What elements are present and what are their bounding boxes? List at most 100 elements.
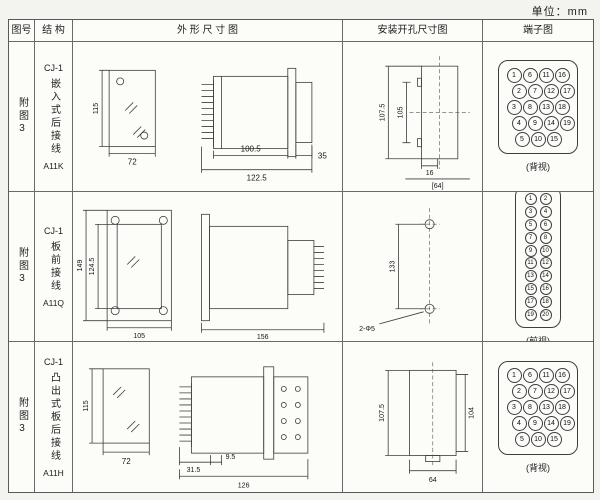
- terminal-7: 7: [527, 384, 543, 399]
- terminal-11: 11: [538, 67, 554, 83]
- model-code: A11K: [43, 160, 64, 171]
- dim-mount-h1: 64: [429, 476, 437, 484]
- terminal-6: 6: [539, 219, 552, 232]
- terminal-15: 15: [546, 131, 562, 147]
- dim-depth: 156: [257, 334, 269, 341]
- terminal-5: 5: [524, 219, 537, 232]
- col-header-mounting: 安装开孔尺寸图: [343, 20, 483, 42]
- terminal-17: 17: [559, 83, 575, 99]
- terminal-2: 2: [539, 193, 552, 206]
- terminal-16: 16: [539, 282, 552, 295]
- col-header-structure: 结 构: [35, 20, 73, 42]
- figure-no: 附图3: [16, 397, 28, 437]
- structure-cell-a11q: CJ-1 板前接线 A11Q: [35, 192, 73, 342]
- structure-desc: 嵌入式后接线: [48, 77, 60, 156]
- terminal-9: 9: [527, 416, 543, 431]
- structure-cell-a11h: CJ-1 凸出式板后接线 A11H: [35, 342, 73, 492]
- terminal-16: 16: [554, 67, 570, 83]
- terminal-8: 8: [522, 99, 538, 115]
- dim-pin-depth: 31.5: [187, 467, 201, 474]
- dim-mount-v2: 104: [467, 407, 475, 419]
- terminal-6: 6: [522, 368, 538, 383]
- dim-gap: 9.5: [226, 454, 236, 461]
- mounting-cell-a11h: 107.5 104 64: [343, 342, 483, 492]
- structure-cell-a11k: CJ-1 嵌入式后接线 A11K: [35, 42, 73, 192]
- outline-drawing-a11k: 115 72 100.5 122.5 35: [93, 67, 327, 183]
- terminal-16: 16: [554, 368, 570, 383]
- figure-no: 附图3: [16, 246, 28, 287]
- dim-width: 105: [133, 333, 145, 340]
- mounting-cell-a11k: 107.5 105 16 [64]: [343, 42, 483, 192]
- dim-height: 115: [83, 400, 90, 411]
- dim-mount-h1: 16: [426, 170, 434, 177]
- terminal-15: 15: [524, 282, 537, 295]
- terminal-1: 1: [524, 193, 537, 206]
- dimension-table: 图号 结 构 外 形 尺 寸 图 安装开孔尺寸图 端子图 附图3 CJ-1 嵌入…: [8, 19, 594, 493]
- dim-mount-v1: 107.5: [379, 104, 386, 122]
- terminal-4: 4: [511, 115, 527, 131]
- outline-cell-a11h: 115 72 31.5 9.5 126: [73, 342, 343, 492]
- terminal-3: 3: [506, 99, 522, 115]
- figure-no: 附图3: [16, 96, 28, 137]
- terminal-5: 5: [514, 432, 530, 447]
- terminal-19: 19: [559, 416, 575, 431]
- terminal-12: 12: [539, 257, 552, 270]
- terminal-11: 11: [538, 368, 554, 383]
- terminal-view-label: (前视): [526, 335, 550, 342]
- terminal-12: 12: [543, 384, 559, 399]
- terminal-18: 18: [554, 400, 570, 415]
- terminal-12: 12: [543, 83, 559, 99]
- terminal-7: 7: [524, 231, 537, 244]
- terminal-8: 8: [539, 231, 552, 244]
- terminal-1: 1: [506, 67, 522, 83]
- terminal-3: 3: [524, 206, 537, 219]
- terminal-9: 9: [527, 115, 543, 131]
- terminal-15: 15: [546, 432, 562, 447]
- outline-cell-a11q: 149 124.5 105 156: [73, 192, 343, 342]
- terminal-14: 14: [543, 416, 559, 431]
- dim-height-outer: 149: [77, 260, 84, 272]
- terminal-11: 11: [524, 257, 537, 270]
- terminal-6: 6: [522, 67, 538, 83]
- col-header-terminal: 端子图: [483, 20, 593, 42]
- mounting-cell-a11q: 133 2-Φ5: [343, 192, 483, 342]
- outline-drawing-a11q: 149 124.5 105 156: [77, 209, 325, 341]
- terminal-view-label: (背视): [526, 162, 550, 172]
- model-code: A11Q: [42, 297, 65, 308]
- dim-height-inner: 124.5: [89, 258, 96, 276]
- terminal-4: 4: [539, 206, 552, 219]
- model-code: A11H: [43, 467, 64, 478]
- mounting-drawing-a11h: 107.5 104 64: [378, 362, 475, 484]
- outline-cell-a11k: 115 72 100.5 122.5 35: [73, 42, 343, 192]
- terminal-19: 19: [524, 308, 537, 321]
- terminal-9: 9: [524, 244, 537, 257]
- dim-mount-v1: 107.5: [378, 404, 386, 422]
- terminal-5: 5: [514, 131, 530, 147]
- mounting-drawing-a11k: 107.5 105 16 [64]: [379, 56, 470, 190]
- figure-no-cell: 附图3: [9, 42, 35, 192]
- figure-no-cell: 附图3: [9, 192, 35, 342]
- structure-desc: 凸出式板后接线: [48, 371, 60, 463]
- terminal-1: 1: [506, 368, 522, 383]
- dim-depth-overall: 126: [238, 482, 250, 489]
- terminal-13: 13: [538, 99, 554, 115]
- model-label: CJ-1: [43, 225, 63, 236]
- terminal-13: 13: [524, 270, 537, 283]
- terminal-10: 10: [530, 131, 546, 147]
- terminal-8: 8: [522, 400, 538, 415]
- dim-depth-inner: 100.5: [241, 145, 262, 154]
- terminal-3: 3: [506, 400, 522, 415]
- terminal-19: 19: [559, 115, 575, 131]
- terminal-17: 17: [524, 295, 537, 308]
- hole-spec-label: 2-Φ5: [359, 326, 375, 333]
- terminal-13: 13: [538, 400, 554, 415]
- dim-height: 115: [93, 103, 100, 114]
- dim-mount-v2: 105: [397, 107, 404, 119]
- model-label: CJ-1: [43, 62, 63, 73]
- terminal-18: 18: [539, 295, 552, 308]
- col-header-outline: 外 形 尺 寸 图: [73, 20, 343, 42]
